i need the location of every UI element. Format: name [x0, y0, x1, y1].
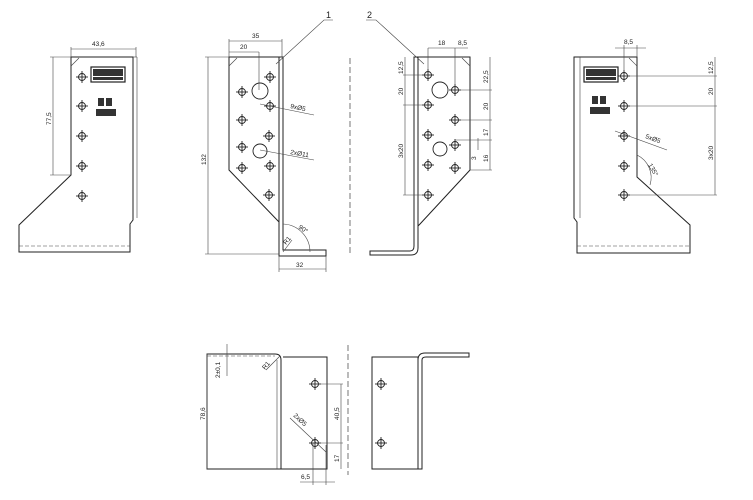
dim-20: 20 — [708, 87, 715, 95]
dim-height: 77,5 — [46, 112, 53, 125]
dim-height: 78,6 — [200, 407, 207, 420]
dim-20a: 20 — [398, 87, 405, 95]
dim-18: 18 — [438, 40, 446, 47]
dim-3: 3 — [471, 156, 478, 160]
dim-16: 16 — [483, 154, 490, 162]
logo-icon — [583, 66, 619, 83]
dim-40-5: 40,5 — [334, 407, 341, 420]
dim-17: 17 — [334, 454, 341, 462]
dim-flange: 32 — [296, 262, 304, 269]
label-holes-large: 2xØ11 — [290, 149, 310, 159]
stamp-marks — [96, 98, 116, 116]
view-front-left: 43,6 77,5 — [18, 41, 138, 253]
view-back-right: 8,5 12,5 20 3x20 5xØ5 135° — [573, 39, 717, 254]
dim-3x20: 3x20 — [398, 144, 405, 158]
dim-8-5: 8,5 — [624, 39, 633, 46]
part-label-1: 1 — [326, 10, 331, 20]
label-angle: 90° — [297, 223, 310, 235]
label-radius: R1 — [282, 235, 293, 246]
dim-8-5: 8,5 — [458, 40, 467, 47]
dim-6-5: 6,5 — [301, 474, 310, 481]
dim-12-5: 12,5 — [708, 61, 715, 74]
dim-3x20: 3x20 — [708, 146, 715, 160]
label-holes-small: 9xØ5 — [290, 103, 307, 113]
view-bottom-left: 2±0,1 78,6 R1 40,5 17 2xØ5 6,5 — [200, 344, 343, 485]
view-back-middle: 18 8,5 12,5 20 3x20 22,5 20 17 16 3 2 — [366, 10, 492, 256]
dim-thickness: 2±0,1 — [215, 361, 222, 378]
view-bottom-right — [371, 352, 470, 470]
label-holes: 5xØ5 — [644, 133, 661, 145]
label-holes: 2xØ5 — [292, 412, 308, 428]
dim-20: 20 — [240, 44, 248, 51]
dim-17: 17 — [483, 128, 490, 136]
stamp-marks — [590, 96, 610, 114]
logo-icon — [90, 66, 126, 83]
dim-20b: 20 — [483, 102, 490, 110]
dim-22-5: 22,5 — [483, 70, 490, 83]
label-angle: 135° — [646, 162, 660, 178]
dim-width: 43,6 — [92, 41, 105, 48]
dim-height: 132 — [201, 154, 208, 165]
part-label-2: 2 — [367, 10, 372, 20]
view-front-middle: 35 20 132 9xØ5 2xØ11 90° R1 32 1 — [201, 10, 333, 272]
dim-35: 35 — [252, 33, 260, 40]
dim-12-5: 12,5 — [398, 61, 405, 74]
label-radius: R1 — [261, 360, 272, 371]
